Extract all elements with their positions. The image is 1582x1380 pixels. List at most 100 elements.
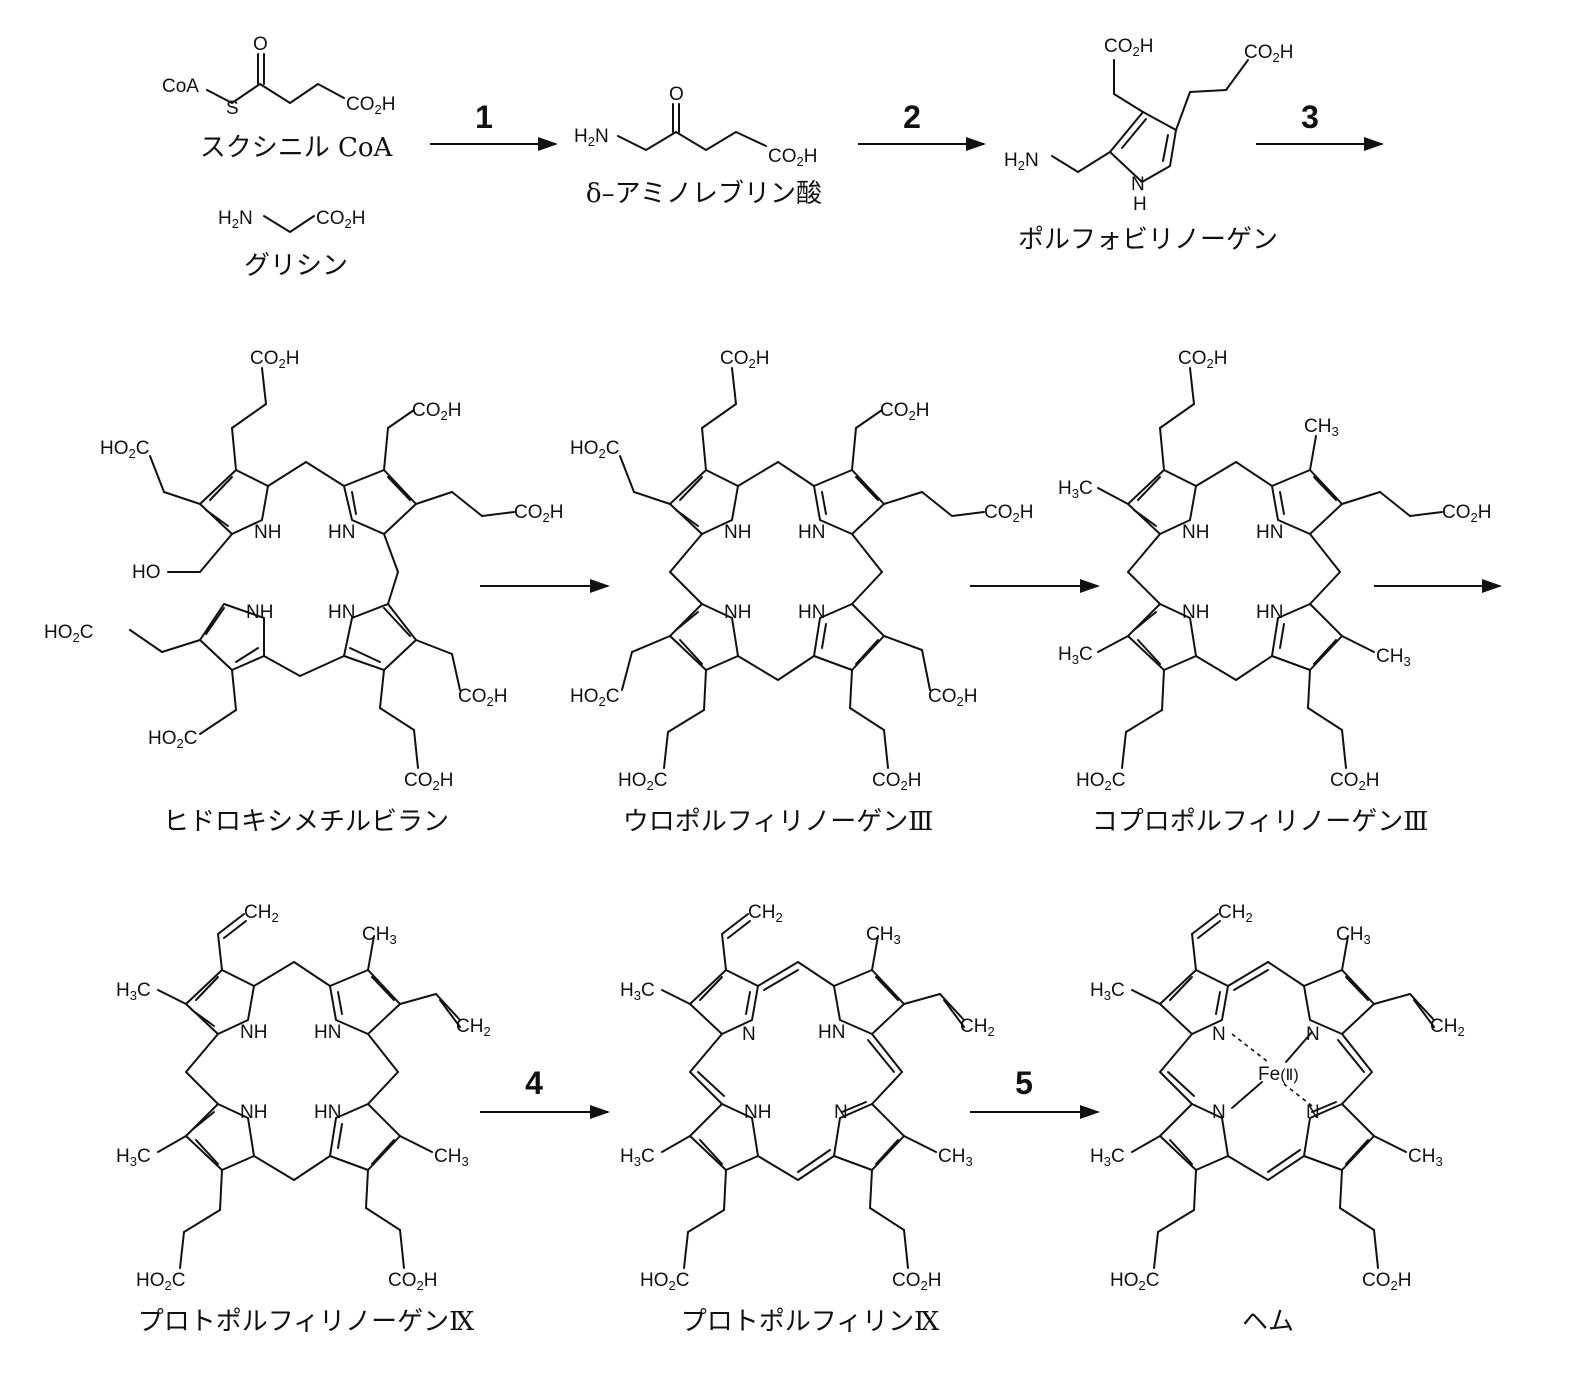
h3c-label: H3C	[1058, 478, 1093, 501]
co2h-label: CO2H	[514, 502, 563, 525]
step-5-label: 5	[1015, 1065, 1033, 1101]
h3c-label: H3C	[1090, 980, 1125, 1003]
hn-label: HN	[1256, 602, 1283, 623]
ch3-label: CH3	[434, 1146, 469, 1169]
ch2-label: CH2	[244, 902, 279, 925]
co2h-label: CO2H	[984, 502, 1033, 525]
protoporphyrin-ix-structure: CH2 CH3 H3C CH2 N HN NH N H3C CH3 HO2C C…	[620, 902, 995, 1293]
nh-label: NH	[724, 602, 751, 623]
ho2c-label: HO2C	[44, 622, 93, 645]
co2h-label: CO2H	[316, 208, 365, 231]
coa-label: CoA	[162, 76, 199, 97]
co2h-label: CO2H	[404, 770, 453, 793]
ho2c-label: HO2C	[100, 438, 149, 461]
h3c-label: H3C	[116, 980, 151, 1003]
ala-structure: H2N O CO2H	[574, 84, 817, 169]
co2h-label: CO2H	[1104, 36, 1153, 59]
hn-label: HN	[314, 1022, 341, 1043]
coproporphyrinogen-iii-structure: CO2H CH3 H3C CO2H NH HN NH HN H3C CH3 HO…	[1058, 348, 1491, 793]
h3c-label: H3C	[1090, 1146, 1125, 1169]
nh-label: NH	[1182, 522, 1209, 543]
ho2c-label: HO2C	[570, 686, 619, 709]
h3c-label: H3C	[620, 980, 655, 1003]
hn-label: HN	[818, 1022, 845, 1043]
ch2-label: CH2	[748, 902, 783, 925]
ho2c-label: HO2C	[618, 770, 667, 793]
n-label: N	[742, 1024, 756, 1045]
ch3-label: CH3	[1304, 416, 1339, 439]
protoporphyrin-ix-name: プロトポルフィリンⅨ	[681, 1307, 940, 1337]
coproporphyrinogen-iii-name: コプロポルフィリノーゲンⅢ	[1092, 807, 1429, 837]
ho-label: HO	[132, 562, 161, 583]
co2h-label: CO2H	[1330, 770, 1379, 793]
co2h-label: CO2H	[1244, 42, 1293, 65]
n-label: N	[1306, 1024, 1320, 1045]
co2h-label: CO2H	[1178, 348, 1227, 371]
h3c-label: H3C	[116, 1146, 151, 1169]
ho2c-label: HO2C	[148, 728, 197, 751]
co2h-label: CO2H	[720, 348, 769, 371]
nh-label: NH	[744, 1102, 771, 1123]
co2h-label: CO2H	[1442, 502, 1491, 525]
co2h-label: CO2H	[346, 94, 395, 117]
h2n-label: H2N	[574, 126, 609, 149]
ho2c-label: HO2C	[640, 1270, 689, 1293]
porphobilinogen-name: ポルフォビリノーゲン	[1018, 225, 1278, 255]
nh-label: NH	[240, 1102, 267, 1123]
nh-label: NH	[254, 522, 281, 543]
glycine-structure: H2N CO2H	[218, 208, 365, 233]
ch3-label: CH3	[1376, 646, 1411, 669]
succinyl-coa-structure: CoA S O CO2H	[162, 34, 395, 119]
co2h-label: CO2H	[872, 770, 921, 793]
n-label: N	[1212, 1102, 1226, 1123]
hn-label: HN	[314, 1102, 341, 1123]
hn-label: HN	[328, 522, 355, 543]
step-4-label: 4	[525, 1065, 543, 1101]
h3c-label: H3C	[1058, 644, 1093, 667]
co2h-label: CO2H	[892, 1270, 941, 1293]
hn-label: HN	[1256, 522, 1283, 543]
co2h-label: CO2H	[880, 400, 929, 423]
n-label: N	[1212, 1024, 1226, 1045]
n-label: N	[834, 1102, 848, 1123]
ala-name: δ–アミノレブリン酸	[586, 179, 822, 209]
ch3-label: CH3	[938, 1146, 973, 1169]
protoporphyrinogen-ix-structure: CH2 CH3 H3C CH2 NH HN NH HN H3C CH3 HO2C…	[116, 902, 491, 1293]
step-3-label: 3	[1301, 99, 1319, 135]
step-1-label: 1	[475, 99, 493, 135]
step-2-label: 2	[903, 99, 921, 135]
succinyl-coa-name: スクシニル CoA	[200, 133, 394, 163]
ho2c-label: HO2C	[1110, 1270, 1159, 1293]
co2h-label: CO2H	[412, 400, 461, 423]
oxygen-label: O	[669, 84, 684, 105]
nh-label: NH	[724, 522, 751, 543]
nh-label: NH	[240, 1022, 267, 1043]
co2h-label: CO2H	[1362, 1270, 1411, 1293]
porphobilinogen-structure: CO2H CO2H H2N N H	[1004, 36, 1293, 215]
heme-name: ヘム	[1242, 1307, 1294, 1337]
heme-structure: CH2 CH3 H3C CH2 N N N N Fe(Ⅱ) H3C CH3 HO…	[1090, 902, 1465, 1293]
nh-label: NH	[246, 602, 273, 623]
ho2c-label: HO2C	[136, 1270, 185, 1293]
ring-h-label: H	[1133, 194, 1147, 215]
n-label: N	[1306, 1102, 1320, 1123]
hn-label: HN	[798, 602, 825, 623]
oxygen-label: O	[253, 34, 268, 55]
nh-label: NH	[1182, 602, 1209, 623]
hydroxymethylbilane-structure: CO2H CO2H HO2C CO2H NH HN HO NH HN HO2C …	[44, 348, 563, 793]
ch3-label: CH3	[362, 924, 397, 947]
co2h-label: CO2H	[388, 1270, 437, 1293]
hn-label: HN	[328, 602, 355, 623]
ch2-label: CH2	[456, 1016, 491, 1039]
h2n-label: H2N	[1004, 150, 1039, 173]
hydroxymethylbilane-name: ヒドロキシメチルビラン	[163, 807, 449, 837]
iron-label: Fe(Ⅱ)	[1258, 1064, 1299, 1085]
ho2c-label: HO2C	[570, 438, 619, 461]
co2h-label: CO2H	[928, 686, 977, 709]
uroporphyrinogen-iii-name: ウロポルフィリノーゲンⅢ	[623, 807, 934, 837]
h3c-label: H3C	[620, 1146, 655, 1169]
glycine-name: グリシン	[244, 251, 348, 281]
ch3-label: CH3	[866, 924, 901, 947]
sulfur-label: S	[226, 98, 239, 119]
